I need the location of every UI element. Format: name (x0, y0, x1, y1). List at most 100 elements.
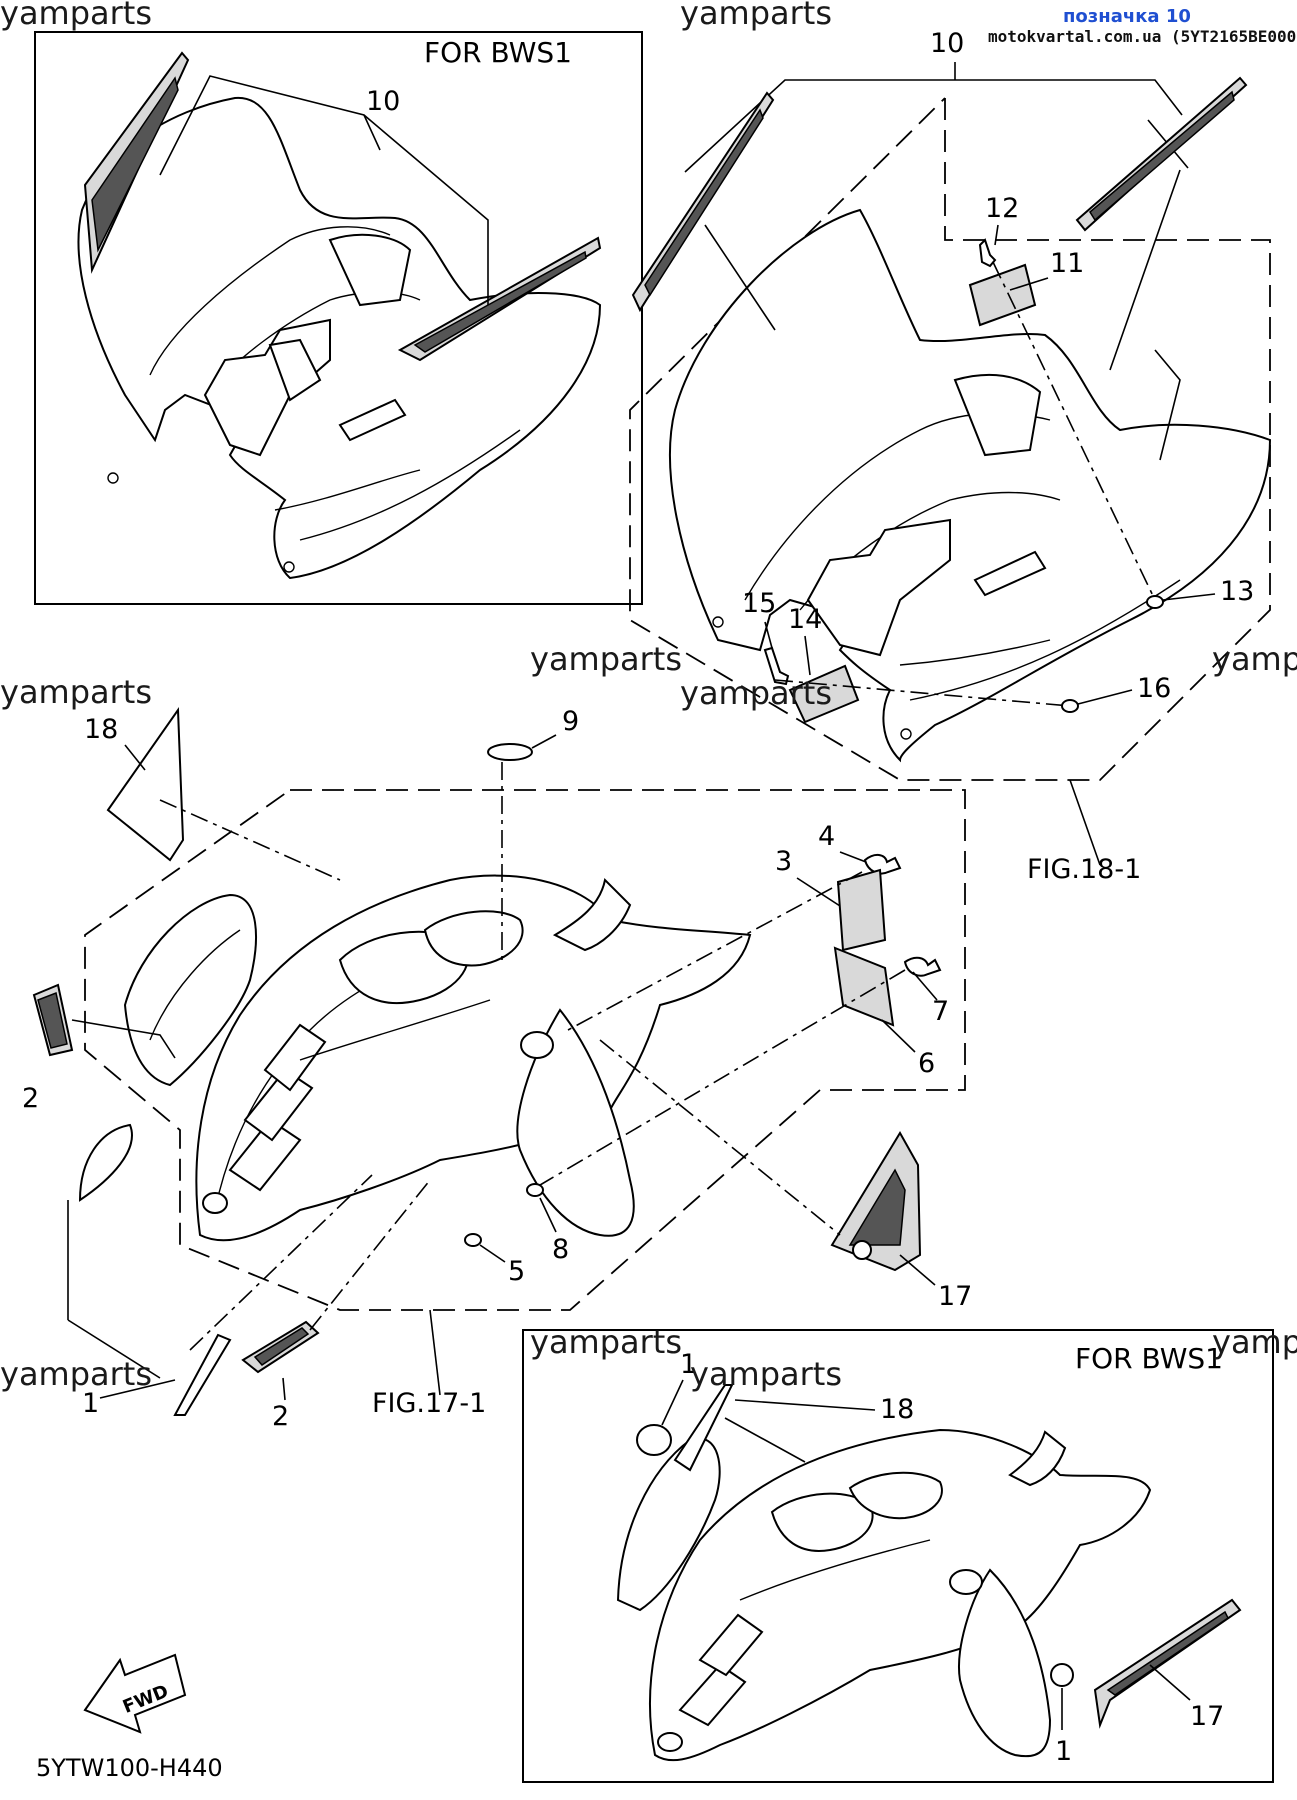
part-17-decal-inset-pattern (1106, 1610, 1229, 1696)
leader-fig18 (1069, 779, 1101, 866)
drawing-code: 5YTW100-H440 (36, 1754, 223, 1782)
leader-6 (881, 1019, 916, 1053)
part-1-logo-inset (1050, 1663, 1074, 1687)
header-source: motokvartal.com.ua (5YT2165BE000) (988, 27, 1297, 46)
frame-bottom-right-title: FOR BWS1 (1075, 1342, 1223, 1375)
leader-11 (1009, 277, 1049, 291)
label-10-left: 10 (366, 86, 400, 117)
frame-top-left-title: FOR BWS1 (424, 36, 572, 69)
leader-17-inset (1149, 1664, 1191, 1701)
label-17-inset: 17 (1190, 1701, 1224, 1732)
label-18: 18 (84, 714, 118, 745)
label-2-left: 2 (22, 1083, 39, 1114)
leader-2-left (71, 1019, 176, 1059)
watermark-8: yamparts (690, 1355, 842, 1393)
leader-fig17 (429, 1309, 441, 1396)
part-17-logo (852, 1240, 872, 1260)
fig-18-ref: FIG.18-1 (1027, 854, 1141, 885)
watermark-2: yamparts (680, 0, 832, 32)
decal-right-fig18-pattern (1089, 90, 1235, 222)
part-2-decal-left-pattern (37, 991, 68, 1049)
watermark-1: yamparts (0, 0, 152, 32)
watermark-10: yamparts (0, 1355, 152, 1393)
fwd-arrow-shape (83, 1653, 187, 1734)
part-12-bolt (978, 238, 997, 268)
part-18-decal-inset (673, 1384, 734, 1472)
leaders-decals-fig18 (704, 169, 1181, 461)
leader-16 (1077, 689, 1133, 705)
label-15: 15 (742, 588, 776, 619)
label-13: 13 (1220, 576, 1254, 607)
decal-left-fig18-pattern (644, 108, 764, 297)
leader-17 (899, 1254, 936, 1286)
part-18-decal (106, 706, 185, 862)
part-13-nut (1146, 595, 1164, 609)
front-fender-assembly: 18 9 4 3 7 6 2 5 8 (22, 706, 972, 1432)
axis-2-bottom (309, 1179, 431, 1331)
part-17-decal-pattern (848, 1168, 906, 1246)
part-3-plate (836, 868, 887, 952)
label-7: 7 (932, 996, 949, 1027)
leader-4 (839, 851, 867, 863)
part-1-decal (173, 1333, 232, 1416)
leader-12 (994, 224, 999, 246)
part-6-plate (833, 946, 895, 1027)
label-18-inset: 18 (880, 1394, 914, 1425)
watermark-7: yamparts (530, 1323, 682, 1361)
leader-14 (804, 635, 811, 676)
label-4: 4 (818, 821, 835, 852)
watermark-9: yamparts (1212, 1323, 1297, 1361)
label-1: 1 (82, 1388, 99, 1419)
watermarks: yamparts yamparts yamparts yamparts yamp… (0, 0, 1297, 1393)
label-10-right: 10 (930, 28, 964, 59)
label-2-bottom: 2 (272, 1401, 289, 1432)
part-7-bolt (903, 956, 942, 977)
label-11: 11 (1050, 248, 1084, 279)
part-1-emblem-inset (636, 1424, 672, 1456)
part-9-emblem (487, 743, 533, 761)
leader-2-bottom (282, 1377, 286, 1401)
leader-5 (479, 1244, 506, 1263)
part-1-side-decal (78, 1123, 133, 1202)
leader-8 (539, 1197, 557, 1233)
dashed-outline-fig17 (84, 789, 966, 1311)
label-16: 16 (1137, 673, 1171, 704)
frame-top-left: FOR BWS1 10 (34, 31, 643, 605)
axis-15-16 (774, 679, 1071, 707)
leader-18-inset-b (724, 1417, 806, 1463)
rear-fender-bws1 (77, 96, 602, 580)
decal-right-bws1-pattern (413, 250, 587, 353)
axis-6-7 (534, 969, 906, 1189)
frame-bottom-right: FOR BWS1 1 18 17 1 (522, 1329, 1274, 1783)
watermark-3: yamparts (530, 640, 682, 678)
axis-18 (159, 799, 341, 881)
leader-3 (796, 877, 841, 907)
leader-7 (912, 971, 938, 1001)
fwd-arrow: FWD (83, 1653, 187, 1734)
label-5: 5 (508, 1256, 525, 1287)
part-11-plate (968, 263, 1037, 327)
leader-13 (1162, 593, 1216, 601)
part-14-plate (788, 664, 860, 724)
leader-1 (67, 1200, 176, 1399)
leader-15 (764, 621, 773, 649)
label-17: 17 (938, 1281, 972, 1312)
part-16-nut (1061, 699, 1079, 713)
fig-17-ref: FIG.17-1 (372, 1388, 486, 1419)
frame-top-left-border (34, 31, 643, 605)
leader-18-inset (734, 1399, 876, 1411)
label-3: 3 (775, 846, 792, 877)
leader-1-inset-top (661, 1379, 684, 1426)
axis-1 (189, 1174, 373, 1351)
decal-left-bws1-pattern (91, 76, 179, 253)
leader-18 (124, 744, 146, 771)
watermark-4: yamparts (680, 674, 832, 712)
label-14: 14 (788, 604, 822, 635)
frame-bottom-right-border (522, 1329, 1274, 1783)
header-title: позначка 10 (1063, 6, 1191, 27)
leader-10-left-tick (363, 114, 381, 151)
axis-17 (599, 1039, 841, 1236)
label-9: 9 (562, 706, 579, 737)
label-6: 6 (918, 1048, 935, 1079)
